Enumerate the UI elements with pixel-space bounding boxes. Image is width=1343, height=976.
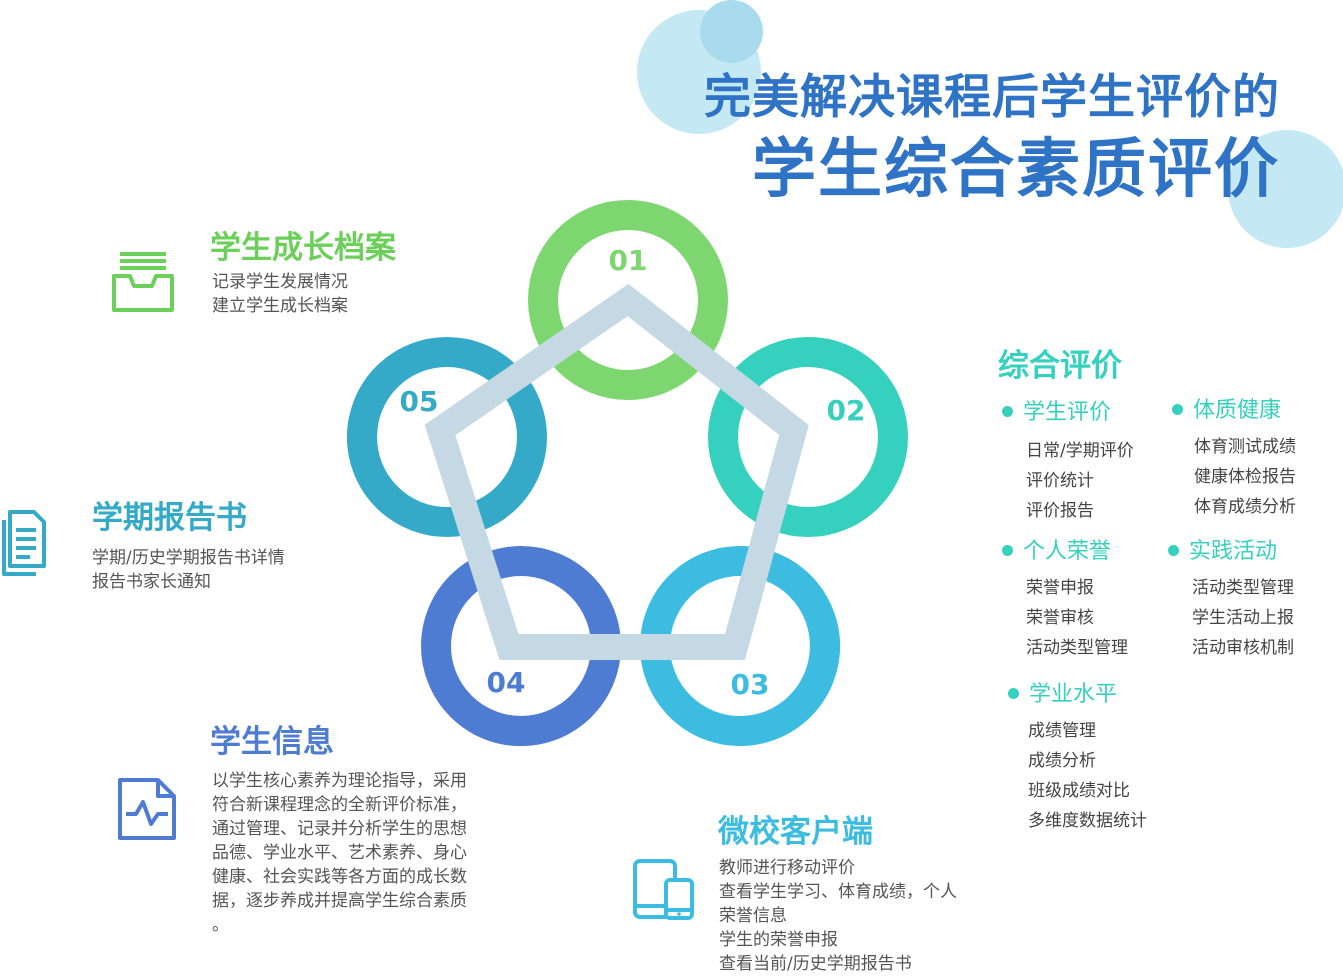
archive-icon bbox=[108, 248, 178, 318]
file-pulse-icon bbox=[118, 778, 176, 840]
category-title: 个人荣誉 bbox=[1002, 533, 1128, 565]
report-line: 学期/历史学期报告书详情 bbox=[92, 548, 285, 568]
category-items: 体育测试成绩 健康体检报告 体育成绩分析 bbox=[1194, 432, 1296, 522]
client-icon bbox=[632, 858, 696, 922]
category-item: 活动类型管理 bbox=[1026, 638, 1128, 658]
category-title: 体质健康 bbox=[1172, 392, 1296, 424]
info-line: 以学生核心素养为理论指导，采用 bbox=[212, 771, 467, 791]
category-title: 实践活动 bbox=[1168, 533, 1294, 565]
document-lines-icon bbox=[2, 510, 46, 576]
report-description: 学期/历史学期报告书详情 报告书家长通知 bbox=[92, 546, 285, 594]
client-description: 教师进行移动评价 查看学生学习、体育成绩，个人 荣誉信息 学生的荣誉申报 查看当… bbox=[719, 856, 957, 976]
ring-02 bbox=[708, 337, 908, 537]
decor-circle-top-small bbox=[700, 0, 763, 63]
comprehensive-title: 综合评价 bbox=[998, 348, 1122, 384]
category-personal-honor: 个人荣誉 荣誉申报 荣誉审核 活动类型管理 bbox=[1002, 533, 1128, 663]
category-physical-health: 体质健康 体育测试成绩 健康体检报告 体育成绩分析 bbox=[1172, 392, 1296, 522]
info-title: 学生信息 bbox=[210, 724, 334, 760]
report-line: 报告书家长通知 bbox=[92, 572, 211, 592]
ring-overlap-arc bbox=[347, 417, 405, 516]
category-title-text: 学业水平 bbox=[1029, 682, 1118, 707]
info-description: 以学生核心素养为理论指导，采用 符合新课程理念的全新评价标准， 通过管理、记录并… bbox=[212, 769, 467, 937]
info-line: 通过管理、记录并分析学生的思想 bbox=[212, 819, 467, 839]
category-title-text: 学生评价 bbox=[1023, 400, 1112, 425]
ring-label-03: 03 bbox=[731, 668, 770, 701]
archive-title: 学生成长档案 bbox=[210, 230, 396, 266]
info-line: 符合新课程理念的全新评价标准， bbox=[212, 795, 467, 815]
category-items: 成绩管理 成绩分析 班级成绩对比 多维度数据统计 bbox=[1028, 716, 1147, 836]
bullet-dot bbox=[1172, 403, 1183, 415]
category-item: 活动类型管理 bbox=[1192, 578, 1294, 598]
category-academic-level: 学业水平 成绩管理 成绩分析 班级成绩对比 多维度数据统计 bbox=[1008, 676, 1147, 836]
info-icon bbox=[116, 776, 178, 842]
category-practice-activity: 实践活动 活动类型管理 学生活动上报 活动审核机制 bbox=[1168, 533, 1294, 663]
info-line: 健康、社会实践等各方面的成长数 bbox=[212, 867, 467, 887]
client-title: 微校客户端 bbox=[718, 814, 873, 850]
category-item: 评价统计 bbox=[1026, 471, 1094, 491]
category-item: 体育测试成绩 bbox=[1194, 437, 1296, 457]
category-student-eval: 学生评价 日常/学期评价 评价统计 评价报告 bbox=[1002, 394, 1134, 526]
category-items: 荣誉申报 荣誉审核 活动类型管理 bbox=[1026, 573, 1128, 663]
category-item: 评价报告 bbox=[1026, 501, 1094, 521]
client-line: 荣誉信息 bbox=[719, 906, 787, 926]
info-line: 。 bbox=[212, 915, 229, 935]
bullet-dot bbox=[1002, 544, 1013, 556]
pentagon-connector bbox=[424, 283, 809, 660]
ring-label-04: 04 bbox=[487, 666, 526, 699]
ring-overlap-arc bbox=[787, 618, 840, 720]
category-item: 多维度数据统计 bbox=[1028, 811, 1147, 831]
report-title: 学期报告书 bbox=[92, 500, 247, 536]
category-title: 学生评价 bbox=[1002, 394, 1134, 426]
page-title-line1: 完美解决课程后学生评价的 bbox=[704, 70, 1280, 125]
category-items: 日常/学期评价 评价统计 评价报告 bbox=[1026, 436, 1134, 526]
info-line: 据，逐步养成并提高学生综合素质 bbox=[212, 891, 467, 911]
category-title-text: 实践活动 bbox=[1189, 539, 1278, 564]
ring-overlap-arc bbox=[472, 703, 577, 746]
ring-label-01: 01 bbox=[609, 244, 648, 277]
ring-01 bbox=[528, 200, 728, 400]
bullet-dot bbox=[1168, 544, 1179, 556]
category-item: 成绩分析 bbox=[1028, 751, 1096, 771]
ring-label-05: 05 bbox=[400, 385, 439, 418]
ring-label-02: 02 bbox=[827, 394, 866, 427]
bullet-dot bbox=[1008, 687, 1019, 699]
category-title: 学业水平 bbox=[1008, 676, 1147, 708]
client-line: 教师进行移动评价 bbox=[719, 858, 855, 878]
client-line: 查看学生学习、体育成绩，个人 bbox=[719, 882, 957, 902]
report-icon bbox=[0, 506, 50, 580]
category-item: 荣誉申报 bbox=[1026, 578, 1094, 598]
category-item: 学生活动上报 bbox=[1192, 608, 1294, 628]
inbox-tray-icon bbox=[112, 252, 174, 312]
decor-circle-right bbox=[1228, 130, 1343, 248]
info-line: 品德、学业水平、艺术素养、身心 bbox=[212, 843, 467, 863]
bullet-dot bbox=[1002, 405, 1013, 417]
category-item: 成绩管理 bbox=[1028, 721, 1096, 741]
page-title-line2: 学生综合素质评价 bbox=[752, 133, 1280, 207]
category-items: 活动类型管理 学生活动上报 活动审核机制 bbox=[1192, 573, 1294, 663]
archive-line: 记录学生发展情况 bbox=[212, 272, 348, 292]
category-item: 荣誉审核 bbox=[1026, 608, 1094, 628]
client-line: 学生的荣誉申报 bbox=[719, 930, 838, 950]
archive-line: 建立学生成长档案 bbox=[212, 296, 348, 316]
archive-description: 记录学生发展情况 建立学生成长档案 bbox=[212, 270, 348, 318]
category-item: 体育成绩分析 bbox=[1194, 497, 1296, 517]
client-line: 查看当前/历史学期报告书 bbox=[719, 954, 912, 974]
ring-overlap-arc bbox=[809, 337, 899, 408]
category-item: 活动审核机制 bbox=[1192, 638, 1294, 658]
category-item: 日常/学期评价 bbox=[1026, 441, 1134, 461]
ring-overlap-arc bbox=[534, 200, 621, 277]
category-title-text: 个人荣誉 bbox=[1023, 539, 1112, 564]
category-item: 健康体检报告 bbox=[1194, 467, 1296, 487]
category-item: 班级成绩对比 bbox=[1028, 781, 1130, 801]
category-title-text: 体质健康 bbox=[1193, 398, 1282, 423]
tablet-phone-icon bbox=[633, 859, 694, 920]
